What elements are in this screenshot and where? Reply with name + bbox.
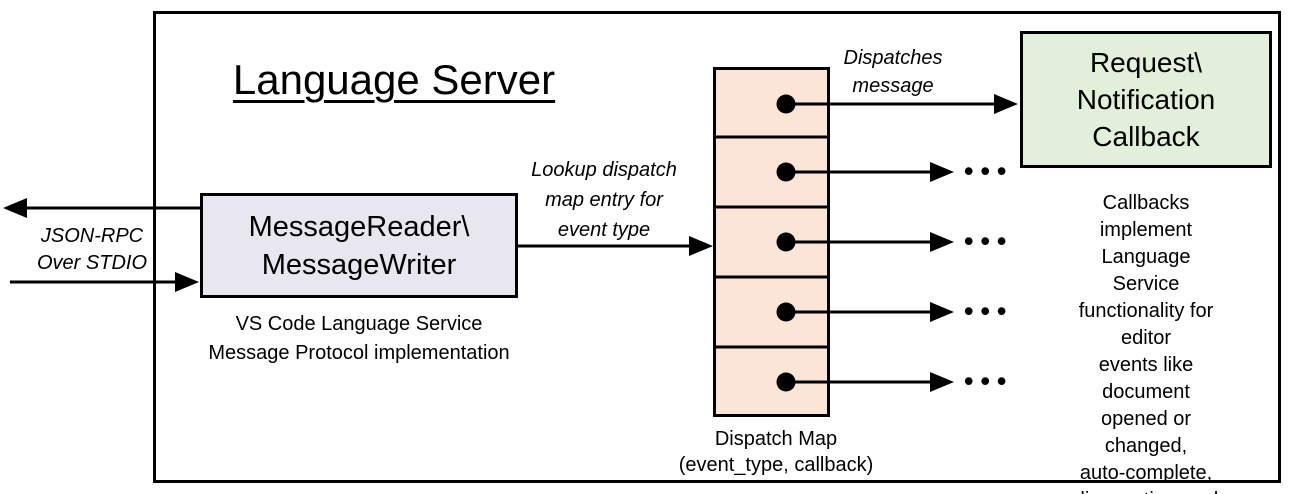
diagram-title: Language Server <box>232 56 556 103</box>
dispatch-map-caption: Dispatch Map (event_type, callback) <box>678 428 874 476</box>
ellipsis-dots-row2: ••• <box>964 156 1014 186</box>
ellipsis-dots-row4: ••• <box>964 296 1014 326</box>
dispatches-message-label: Dispatches message <box>843 47 943 97</box>
ellipsis-dots-row5: ••• <box>964 366 1014 396</box>
ellipsis-dots-row3: ••• <box>964 226 1014 256</box>
message-reader-writer-box: MessageReader\ MessageWriter <box>200 193 518 298</box>
dispatch-map <box>713 67 830 417</box>
request-notification-callback-label: Request\ Notification Callback <box>1076 47 1216 152</box>
callbacks-note: Callbacks implement Language Service fun… <box>1074 192 1219 494</box>
message-box-caption: VS Code Language Service Message Protoco… <box>208 313 510 364</box>
request-notification-callback-box: Request\ Notification Callback <box>1020 31 1272 168</box>
lookup-dispatch-label: Lookup dispatch map entry for event type <box>531 159 677 241</box>
message-reader-writer-label: MessageReader\ MessageWriter <box>248 210 470 281</box>
stdio-label: JSON-RPC Over STDIO <box>36 225 148 274</box>
